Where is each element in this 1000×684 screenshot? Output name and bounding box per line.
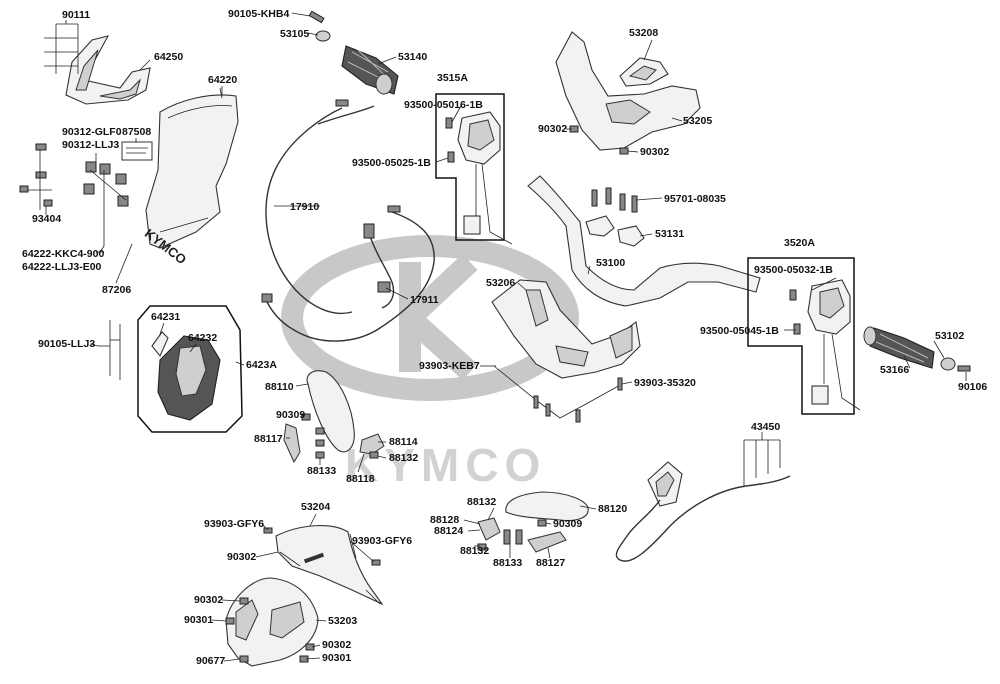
part-label-p53131: 53131 — [655, 228, 684, 240]
right-switch-assembly-3520A — [747, 257, 861, 415]
part-label-p64250: 64250 — [154, 51, 183, 63]
part-label-p93404: 93404 — [32, 213, 61, 225]
throttle-cables — [261, 99, 435, 342]
part-label-p88128: 88128 — [430, 514, 459, 526]
part-label-p95701: 95701-08035 — [664, 193, 726, 205]
handlebar-clamp-53131 — [585, 187, 645, 247]
part-label-p64231: 64231 — [151, 311, 180, 323]
part-label-p88110: 88110 — [265, 381, 294, 393]
part-label-p53205: 53205 — [683, 115, 712, 127]
part-label-p64220: 64220 — [208, 74, 237, 86]
part-label-p93903gfy6b: 93903-GFY6 — [352, 535, 412, 547]
part-label-p43450: 43450 — [751, 421, 780, 433]
front-panel-assembly-6423A — [98, 305, 243, 433]
part-label-p93500_05032: 93500-05032-1B — [754, 264, 833, 276]
part-label-p90677: 90677 — [196, 655, 225, 667]
part-label-p90301a: 90301 — [184, 614, 213, 626]
part-label-p88133a: 88133 — [307, 465, 336, 477]
part-label-p90309a: 90309 — [276, 409, 305, 421]
part-label-p88124: 88124 — [434, 525, 463, 537]
part-label-p6423a: 6423A — [246, 359, 277, 371]
part-label-p90312llj3: 90312-LLJ3 — [62, 139, 119, 151]
part-label-p53208: 53208 — [629, 27, 658, 39]
part-label-p3515a: 3515A — [437, 72, 468, 84]
part-label-p53102: 53102 — [935, 330, 964, 342]
part-label-p90302d: 90302 — [194, 594, 223, 606]
part-label-p53105: 53105 — [280, 28, 309, 40]
part-label-p90312glf0: 90312-GLF0 — [62, 126, 122, 138]
part-number-labels: 90111 64250 90105-KHB4 53105 53140 64220 3515A… — [22, 8, 987, 667]
part-label-p87206: 87206 — [102, 284, 131, 296]
part-label-p90111: 90111 — [62, 9, 90, 21]
part-label-p3520a: 3520A — [784, 237, 815, 249]
part-label-p93903gfy6a: 93903-GFY6 — [204, 518, 264, 530]
watermark-k-mark — [399, 253, 478, 381]
part-label-p88133b: 88133 — [493, 557, 522, 569]
part-label-p17911: 17911 — [410, 294, 439, 306]
part-label-p53203: 53203 — [328, 615, 357, 627]
part-label-p64222llj3: 64222-LLJ3-E00 — [22, 261, 102, 273]
windshield-fasteners — [19, 141, 153, 253]
part-label-p93903keb7: 93903-KEB7 — [419, 360, 480, 372]
part-label-p53140: 53140 — [398, 51, 427, 63]
part-label-p88132a: 88132 — [389, 452, 418, 464]
part-label-p93500_05016: 93500-05016-1B — [404, 99, 483, 111]
part-label-p90302a: 90302 — [538, 123, 567, 135]
part-label-p88117: 88117 — [254, 433, 283, 445]
part-label-p53100: 53100 — [596, 257, 625, 269]
part-label-p90105khb4: 90105-KHB4 — [228, 8, 289, 20]
lower-cover-53204 — [263, 525, 384, 606]
part-label-p90105llj3: 90105-LLJ3 — [38, 338, 95, 350]
part-label-p90301b: 90301 — [322, 652, 351, 664]
part-label-p88127: 88127 — [536, 557, 565, 569]
part-label-p87508: 87508 — [122, 126, 151, 138]
part-label-p90302b: 90302 — [640, 146, 669, 158]
part-label-p90309b: 90309 — [553, 518, 582, 530]
meter-cable-43450 — [615, 439, 791, 562]
leader-lines — [45, 12, 967, 662]
right-grip-53166 — [863, 326, 971, 372]
bracket-64250 — [44, 23, 151, 105]
part-label-p88132b: 88132 — [467, 496, 496, 508]
handlebar-53100 — [527, 175, 761, 307]
throttle-grip-53140 — [308, 10, 399, 95]
lower-cover-53203 — [225, 577, 319, 667]
part-label-p93500_05025: 93500-05025-1B — [352, 157, 431, 169]
part-label-p93903_35320: 93903-35320 — [634, 377, 696, 389]
part-label-p90302e: 90302 — [322, 639, 351, 651]
part-label-p17910: 17910 — [290, 201, 319, 213]
handle-cover-53205 — [555, 31, 701, 155]
part-label-p64222kkc4: 64222-KKC4-900 — [22, 248, 104, 260]
part-label-p88132c: 88132 — [460, 545, 489, 557]
part-label-p64232: 64232 — [188, 332, 217, 344]
left-mirror-88110 — [283, 370, 385, 464]
inner-cover-53206 — [491, 279, 641, 423]
part-label-p53166: 53166 — [880, 364, 909, 376]
windshield-64220: KYMCO — [142, 87, 239, 267]
left-switch-assembly-3515A — [435, 93, 513, 245]
part-label-p93500_05045: 93500-05045-1B — [700, 325, 779, 337]
part-label-p88114: 88114 — [389, 436, 418, 448]
part-label-p90106: 90106 — [958, 381, 987, 393]
part-label-p88118: 88118 — [346, 473, 375, 485]
part-label-p90302c: 90302 — [227, 551, 256, 563]
right-mirror-88120 — [477, 491, 589, 553]
part-label-p88120: 88120 — [598, 503, 627, 515]
part-label-p53206: 53206 — [486, 277, 515, 289]
part-label-p53204: 53204 — [301, 501, 330, 513]
